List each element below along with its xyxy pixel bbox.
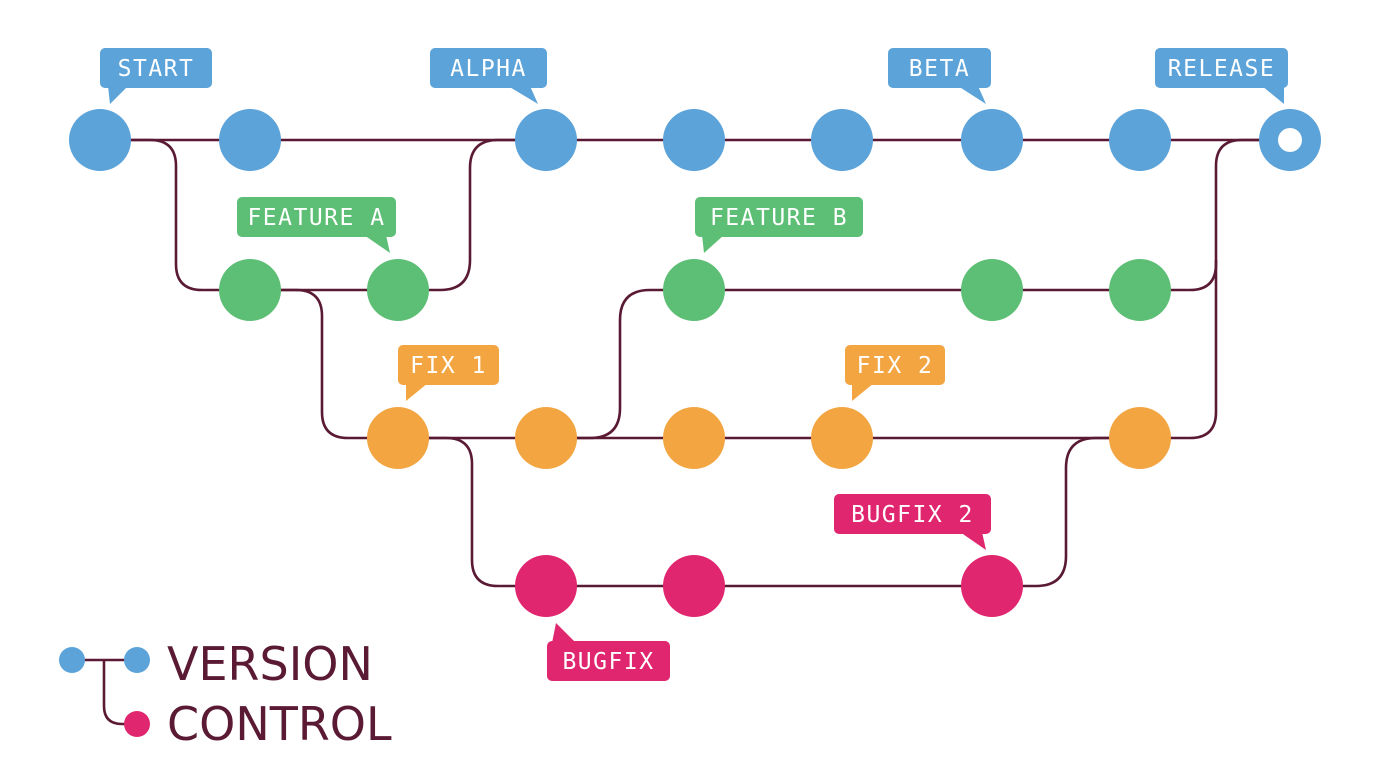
tag-label: ALPHA xyxy=(450,56,527,82)
tag-pointer xyxy=(108,86,128,104)
fix-commit-5 xyxy=(1109,407,1171,469)
tag-bubble xyxy=(1155,48,1288,88)
tag-pointer xyxy=(702,235,724,253)
merge-bugfix-fix xyxy=(992,436,1140,588)
branch-fix-feature-b xyxy=(546,288,694,440)
tag-feature-a: FEATURE A xyxy=(237,197,396,253)
master-commit-1 xyxy=(69,109,131,171)
tag-bubble xyxy=(845,345,945,385)
branch-start-feature xyxy=(100,138,250,292)
tag-pointer xyxy=(508,86,538,104)
tag-label: BUGFIX xyxy=(562,649,654,675)
feature-commit-3 xyxy=(663,259,725,321)
branch-feature-fix xyxy=(250,288,398,440)
tag-label: FIX 1 xyxy=(410,353,487,379)
logo: VERSION CONTROL xyxy=(59,637,392,751)
tag-release: RELEASE xyxy=(1155,48,1288,104)
bugfix-commit-2 xyxy=(663,555,725,617)
tag-label: START xyxy=(118,56,195,82)
logo-node-2 xyxy=(124,647,150,673)
tag-bubble xyxy=(834,494,991,534)
fix-commit-3 xyxy=(663,407,725,469)
tag-bubble xyxy=(430,48,547,88)
tag-fix-1: FIX 1 xyxy=(398,345,499,401)
master-commit-4 xyxy=(663,109,725,171)
merge-feature-a-alpha xyxy=(398,138,546,292)
tag-fix-2: FIX 2 xyxy=(845,345,945,401)
merge-feature-b-release xyxy=(1140,138,1290,292)
tag-pointer xyxy=(406,383,428,401)
tag-bubble xyxy=(888,48,991,88)
fix-commit-4 xyxy=(811,407,873,469)
tag-pointer xyxy=(960,532,986,550)
tag-pointer xyxy=(364,235,390,253)
tag-label: BETA xyxy=(909,56,970,82)
tag-label: FEATURE A xyxy=(247,205,385,231)
master-commit-6 xyxy=(961,109,1023,171)
tag-label: FIX 2 xyxy=(857,353,934,379)
logo-line-2: CONTROL xyxy=(167,697,392,751)
tag-label: BUGFIX 2 xyxy=(851,502,974,528)
tag-bubble xyxy=(695,197,863,237)
tag-bubble xyxy=(398,345,499,385)
tag-alpha: ALPHA xyxy=(430,48,547,104)
branch-fix-bugfix xyxy=(398,436,546,588)
tag-bubble xyxy=(547,641,670,681)
fix-commit-1 xyxy=(367,407,429,469)
commit-tags: START ALPHA BETA RELEASE FEATURE A FEATURE B F… xyxy=(100,48,1288,681)
bugfix-commit-3 xyxy=(961,555,1023,617)
tag-pointer xyxy=(1262,86,1284,104)
tag-beta: BETA xyxy=(888,48,991,104)
feature-commit-1 xyxy=(219,259,281,321)
logo-icon xyxy=(59,647,150,737)
tag-pointer xyxy=(552,623,576,643)
tag-bubble xyxy=(100,48,212,88)
fix-commit-2 xyxy=(515,407,577,469)
tag-pointer xyxy=(958,86,986,104)
commit-nodes xyxy=(69,109,1321,617)
logo-node-3 xyxy=(124,711,150,737)
feature-commit-2 xyxy=(367,259,429,321)
bugfix-commit-1 xyxy=(515,555,577,617)
logo-line-1: VERSION xyxy=(167,637,373,691)
master-commit-3 xyxy=(515,109,577,171)
feature-commit-4 xyxy=(961,259,1023,321)
tag-bugfix-2: BUGFIX 2 xyxy=(834,494,991,550)
master-commit-5 xyxy=(811,109,873,171)
logo-node-1 xyxy=(59,647,85,673)
tag-bubble xyxy=(237,197,396,237)
feature-commit-5 xyxy=(1109,259,1171,321)
tag-label: FEATURE B xyxy=(710,205,848,231)
tag-bugfix: BUGFIX xyxy=(547,623,670,681)
tag-label: RELEASE xyxy=(1168,56,1275,82)
merge-fix-release xyxy=(1140,260,1218,440)
tag-pointer xyxy=(852,383,874,401)
master-commit-7 xyxy=(1109,109,1171,171)
master-commit-2 xyxy=(219,109,281,171)
tag-start: START xyxy=(100,48,212,104)
release-commit-hole xyxy=(1278,128,1302,152)
tag-feature-b: FEATURE B xyxy=(695,197,863,253)
